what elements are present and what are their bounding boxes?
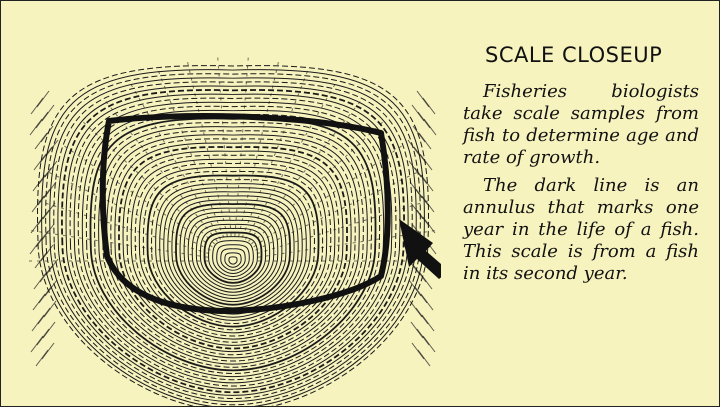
fringe-hatch [423, 98, 435, 114]
growth-ring [107, 135, 360, 358]
fringe-hatch [39, 287, 51, 303]
radial-groove [48, 172, 210, 250]
fringe-hatch [418, 112, 430, 128]
fringe-hatch [417, 329, 429, 345]
fish-scale-drawing [21, 21, 441, 406]
radial-groove [246, 83, 336, 239]
fringe-hatch [40, 266, 52, 282]
fringe-hatch [43, 203, 55, 219]
fringe-hatch [44, 301, 56, 317]
fringe-hatch [31, 336, 43, 352]
caption-title: SCALE CLOSEUP [485, 43, 699, 67]
fringe-hatch [34, 273, 46, 289]
fringe-hatch [418, 350, 430, 366]
fringe-hatch [32, 315, 44, 331]
caption-paragraph-2: The dark line is an annulus that marks o… [463, 175, 699, 285]
growth-ring [225, 253, 241, 267]
fringe-hatch [422, 315, 434, 331]
radial-groove [187, 61, 227, 236]
fish-scale-illustration [21, 21, 441, 406]
fringe-hatch [36, 112, 48, 128]
fringe-hatch [415, 168, 427, 184]
fringe-hatch [30, 238, 42, 254]
caption-block: SCALE CLOSEUP Fisheries biologists take … [463, 43, 699, 285]
fringe-hatch [38, 308, 50, 324]
fringe-hatch [42, 224, 54, 240]
fringe-hatch [416, 308, 428, 324]
fringe-hatch [45, 161, 57, 177]
fringe-hatch [410, 301, 422, 317]
caption-paragraph-1: Fisheries biologists take scale samples … [463, 81, 699, 169]
fringe-hatch [37, 329, 49, 345]
fringe-hatch [42, 343, 54, 359]
fringe-hatch [419, 133, 431, 149]
fringe-hatch [421, 294, 433, 310]
fringe-hatch [420, 273, 432, 289]
fringe-hatch [411, 203, 423, 219]
fringe-hatch [416, 189, 428, 205]
radial-groove [158, 70, 224, 238]
radial-groove [239, 61, 279, 236]
fringe-hatch [412, 105, 424, 121]
growth-ring [229, 257, 237, 264]
radial-groove [242, 70, 308, 238]
fringe-hatch [33, 294, 45, 310]
radial-groove [256, 172, 418, 250]
fringe-hatch [37, 91, 49, 107]
fringe-hatch [417, 91, 429, 107]
fringe-hatch [423, 336, 435, 352]
fringe-hatch [42, 105, 54, 121]
fringe-hatch [43, 322, 55, 338]
fringe-hatch [30, 119, 42, 135]
fringe-hatch [36, 350, 48, 366]
fringe-hatch [31, 98, 43, 114]
fringe-hatch [39, 168, 51, 184]
fringe-hatch [38, 189, 50, 205]
fringe-hatch [411, 322, 423, 338]
fringe-hatch [414, 266, 426, 282]
fringe-hatch [37, 210, 49, 226]
growth-ring [119, 147, 347, 348]
fringe-hatch [424, 119, 436, 135]
fringe-hatch [412, 343, 424, 359]
growth-ring [213, 241, 254, 277]
growth-ring [86, 114, 379, 373]
growth-ring [70, 98, 396, 386]
fringe-hatch [415, 287, 427, 303]
growth-ring [74, 102, 392, 383]
fringe-hatch [417, 210, 429, 226]
fringe-hatch [409, 161, 421, 177]
